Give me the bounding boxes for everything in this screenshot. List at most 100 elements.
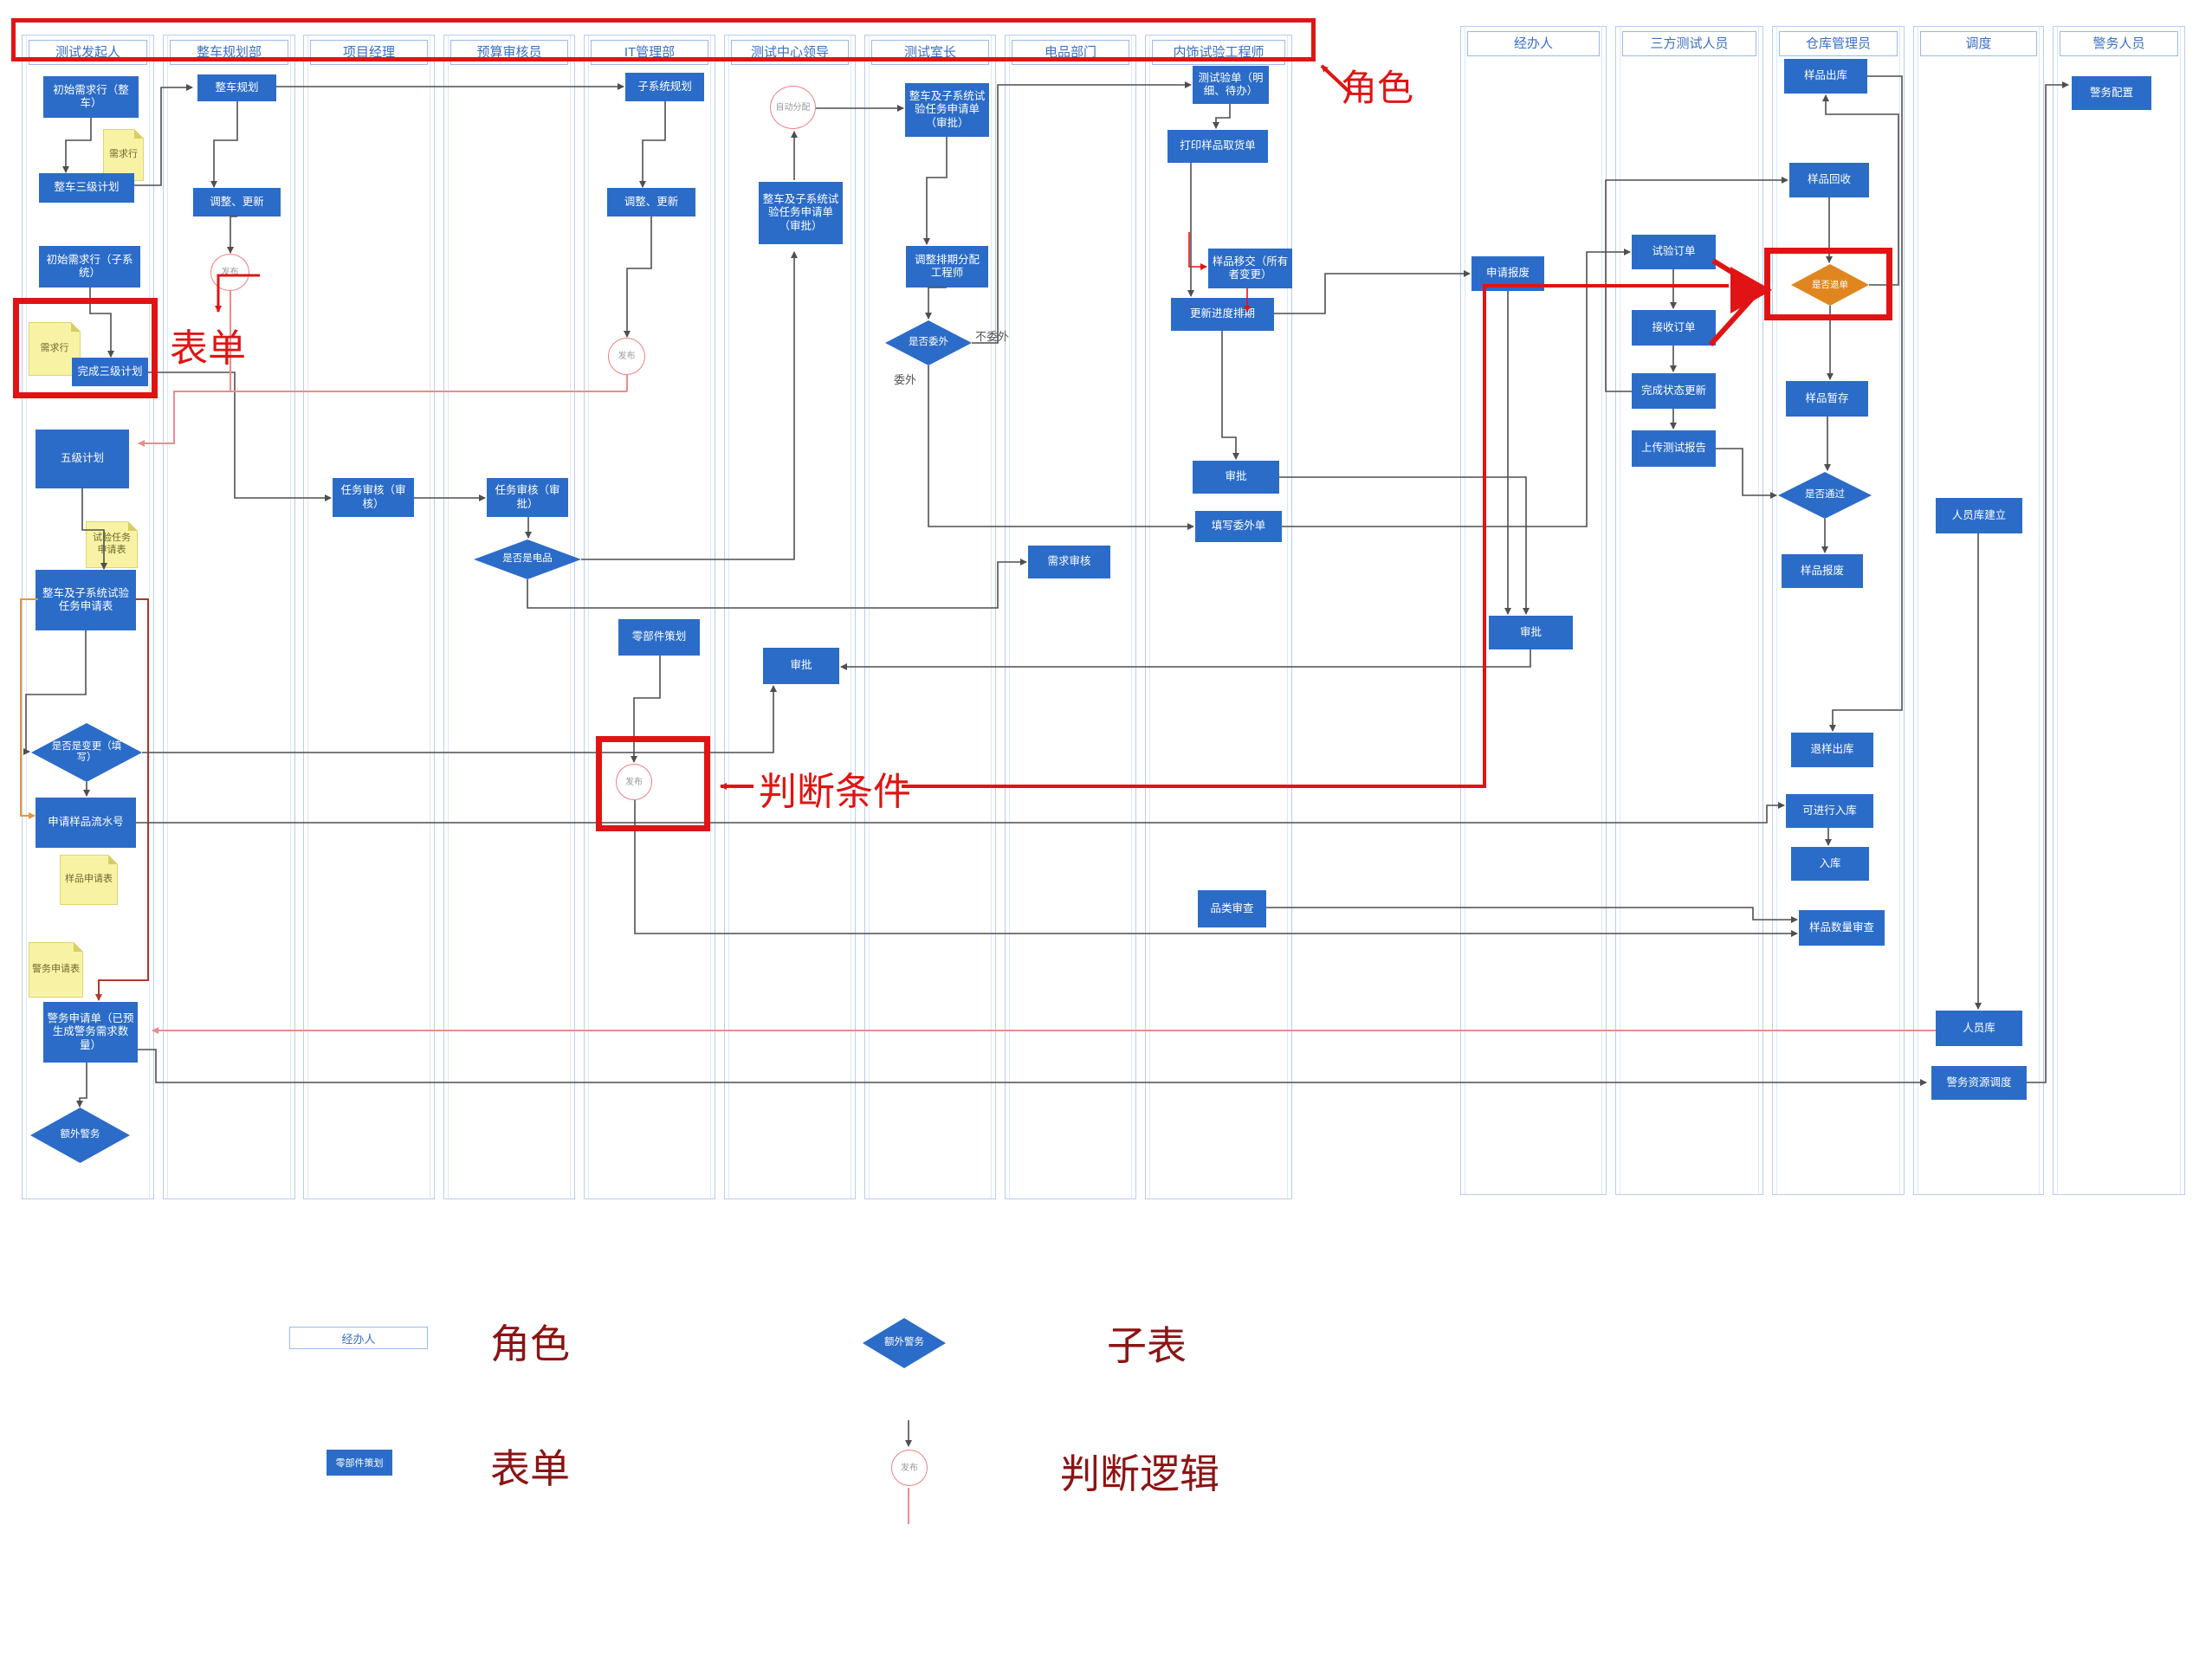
- flow-node[interactable]: 样品数量审查: [1799, 910, 1885, 946]
- logic-circle[interactable]: 发布: [608, 338, 645, 375]
- flow-node[interactable]: 审批: [1489, 616, 1573, 649]
- flow-node[interactable]: 测试验单（明细、待办）: [1193, 66, 1269, 104]
- flow-node[interactable]: 接收订单: [1632, 310, 1716, 346]
- flow-node[interactable]: 零部件策划: [618, 619, 700, 656]
- flow-node[interactable]: 警务申请单（已预生成警务需求数量）: [43, 1002, 138, 1063]
- flow-node[interactable]: 需求审核: [1028, 546, 1110, 578]
- logic-circle[interactable]: 自动分配: [770, 86, 816, 129]
- node-label: 初始需求行（整车）: [53, 83, 129, 109]
- flow-node[interactable]: 审批: [1193, 461, 1279, 494]
- node-label: 警务申请表: [32, 964, 80, 975]
- flow-node[interactable]: 上传测试报告: [1632, 430, 1716, 467]
- flow-node[interactable]: 警务资源调度: [1931, 1066, 2027, 1100]
- node-label: 样品报废: [1800, 564, 1844, 577]
- flow-node[interactable]: 调整排期分配工程师: [906, 246, 988, 288]
- flow-node[interactable]: 人员库: [1936, 1011, 2022, 1046]
- lane-header-14: 警务人员: [2060, 31, 2178, 56]
- node-label: 测试验单（明细、待办）: [1198, 71, 1264, 97]
- annotation-form-label: 表单: [170, 327, 246, 370]
- node-label: 样品出库: [1803, 69, 1847, 82]
- flow-node[interactable]: 整车及子系统试验任务申请单（审批）: [905, 83, 989, 137]
- flow-node[interactable]: 初始需求行（整车）: [43, 76, 139, 118]
- legend-form-sample: 零部件策划: [327, 1450, 392, 1476]
- node-label: 整车规划: [215, 81, 259, 94]
- node-label: 自动分配: [775, 102, 811, 113]
- lane-header-11: 三方测试人员: [1622, 31, 1756, 56]
- node-label: 是否委外: [909, 337, 948, 348]
- flow-node[interactable]: 整车及子系统试验任务申请表: [36, 570, 136, 630]
- lane-header-1: 测试发起人: [29, 40, 147, 65]
- connector: [1274, 270, 1471, 314]
- node-label: 审批: [1519, 625, 1542, 638]
- flow-node[interactable]: 样品移交（所有者变更）: [1208, 249, 1292, 288]
- swimlane-2: 整车规划部: [163, 35, 295, 1199]
- flow-node[interactable]: 打印样品取货单: [1167, 130, 1268, 163]
- flow-node[interactable]: 更新进度排期: [1171, 298, 1274, 331]
- node-label: 调整、更新: [210, 195, 264, 208]
- node-label: 打印样品取货单: [1180, 139, 1256, 152]
- flow-node[interactable]: 审批: [763, 648, 839, 684]
- flow-node[interactable]: 试验订单: [1632, 235, 1716, 269]
- node-label: 警务配置: [2089, 86, 2133, 99]
- node-label: 人员库: [1963, 1021, 1995, 1034]
- node-label: 样品暂存: [1805, 391, 1849, 404]
- node-label: 是否通过: [1805, 489, 1845, 501]
- node-label: 更新进度排期: [1189, 307, 1255, 320]
- lane-header-6: 测试中心领导: [731, 40, 849, 65]
- flow-node[interactable]: 填写委外单: [1195, 511, 1282, 542]
- flow-node[interactable]: 初始需求行（子系统）: [39, 246, 140, 288]
- flow-node[interactable]: 退样出库: [1791, 733, 1873, 767]
- legend-subtable-label: 子表: [1107, 1323, 1187, 1368]
- node-label: 零部件策划: [631, 630, 687, 643]
- flow-node[interactable]: 申请样品流水号: [36, 798, 136, 848]
- flow-node[interactable]: 警务配置: [2072, 76, 2151, 110]
- node-label: 调整、更新: [624, 195, 679, 208]
- flow-node[interactable]: 品类审查: [1198, 890, 1266, 927]
- node-label: 任务审核（审批）: [495, 484, 560, 510]
- node-label: 是否是电品: [502, 553, 553, 565]
- flow-node[interactable]: 调整、更新: [607, 188, 695, 216]
- node-label: 完成三级计划: [77, 365, 143, 378]
- sticky-note[interactable]: 样品申请表: [60, 855, 118, 905]
- flow-node[interactable]: 调整、更新: [193, 188, 281, 216]
- node-label: 申请报废: [1485, 267, 1530, 280]
- flow-node[interactable]: 样品报废: [1782, 554, 1863, 588]
- swimlane-11: 三方测试人员: [1615, 26, 1763, 1195]
- flow-node[interactable]: 整车规划: [197, 74, 276, 101]
- node-label: 上传测试报告: [1640, 442, 1706, 455]
- node-label: 试验订单: [1652, 245, 1696, 258]
- flow-node[interactable]: 五级计划: [36, 430, 129, 488]
- flow-node[interactable]: 可进行入库: [1786, 794, 1873, 828]
- flow-node[interactable]: 任务审核（审批）: [487, 478, 568, 517]
- flow-node[interactable]: 子系统规划: [625, 73, 704, 101]
- flow-node[interactable]: 整车三级计划: [39, 173, 134, 203]
- node-label: 是否退单: [1812, 279, 1848, 290]
- node-label: 填写委外单: [1211, 520, 1266, 533]
- flow-node[interactable]: 任务审核（审核）: [333, 478, 414, 517]
- node-label: 发布: [625, 777, 643, 787]
- sticky-note[interactable]: 试验任务申请表: [86, 521, 138, 568]
- node-label: 发布: [618, 352, 636, 361]
- flow-node[interactable]: 申请报废: [1471, 256, 1544, 291]
- node-label: 调整排期分配工程师: [914, 253, 980, 279]
- sticky-note[interactable]: 警务申请表: [29, 942, 83, 998]
- logic-circle[interactable]: 发布: [616, 764, 652, 800]
- legend-role-label: 角色: [490, 1321, 570, 1366]
- node-label: 申请样品流水号: [48, 816, 124, 829]
- flow-node[interactable]: 整车及子系统试验任务申请单（审批）: [759, 182, 843, 244]
- node-label: 人员库建立: [1951, 508, 2007, 521]
- edge-label: 委外: [894, 373, 917, 386]
- lane-header-4: 预算审核员: [450, 40, 568, 65]
- logic-circle[interactable]: 发布: [210, 254, 249, 291]
- flow-node[interactable]: 样品暂存: [1786, 381, 1868, 417]
- flow-node[interactable]: 入库: [1791, 847, 1869, 881]
- legend-subtable-sample: 额外警务: [863, 1318, 946, 1368]
- legend-role-sample: 经办人: [289, 1327, 428, 1349]
- flow-node[interactable]: 样品回收: [1789, 163, 1869, 197]
- node-label: 完成状态更新: [1640, 384, 1706, 397]
- flow-node[interactable]: 样品出库: [1784, 59, 1867, 94]
- flow-node[interactable]: 完成三级计划: [72, 358, 148, 386]
- flow-node[interactable]: 人员库建立: [1936, 498, 2022, 533]
- flow-node[interactable]: 完成状态更新: [1632, 373, 1716, 409]
- legend-logic-sample: 发布: [891, 1450, 928, 1486]
